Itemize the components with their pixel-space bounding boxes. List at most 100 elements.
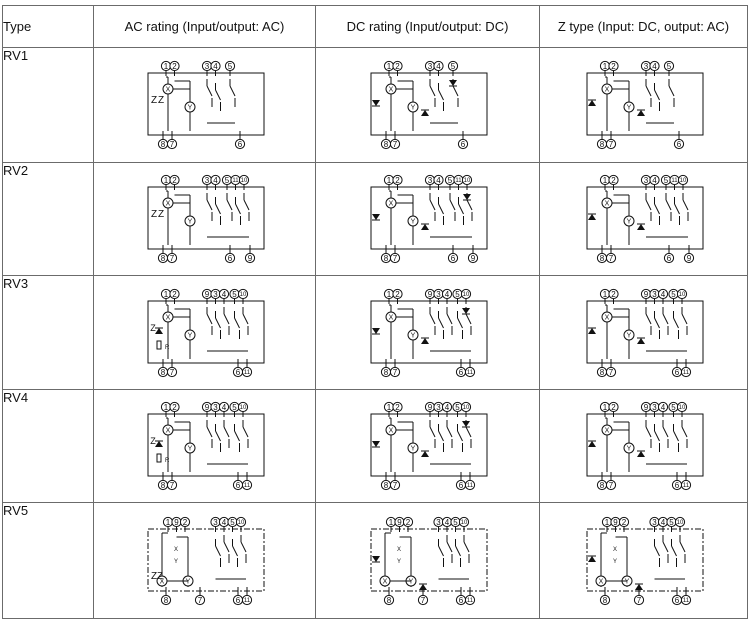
terminal-1: 1 <box>383 60 394 72</box>
terminal-8-ring <box>160 594 171 605</box>
side-mark: Y <box>174 559 178 565</box>
terminal-4-label: 4 <box>221 517 226 526</box>
terminal-10-ring <box>674 516 685 527</box>
terminal-6-label: 6 <box>674 595 679 604</box>
coil-y: Y <box>623 329 634 340</box>
terminal-10: 10 <box>235 516 246 527</box>
terminal-4: 4 <box>648 174 660 186</box>
diode-triangle <box>587 100 596 106</box>
terminal-7-label: 7 <box>608 140 613 149</box>
terminal-2-label: 2 <box>172 289 177 298</box>
relay-diagram-table: Type AC rating (Input/output: AC) DC rat… <box>2 5 748 619</box>
diode-icon <box>420 109 429 116</box>
relay-contact <box>437 538 444 567</box>
terminal-3: 3 <box>201 174 212 186</box>
terminal-7-label: 7 <box>636 595 641 604</box>
terminal-6-ring <box>447 252 458 264</box>
contact-blade <box>662 313 668 324</box>
terminal-1: 1 <box>599 174 610 186</box>
coil-x: X <box>379 575 390 586</box>
contact-blade <box>454 545 461 556</box>
relay-contact <box>223 534 229 563</box>
relay-contact <box>653 538 660 567</box>
diode-triangle <box>448 80 457 86</box>
terminal-6: 6 <box>232 366 243 377</box>
terminal-1-label: 1 <box>163 289 168 298</box>
relay-enclosure <box>586 300 703 363</box>
terminal-3-label: 3 <box>204 62 209 71</box>
zener-mark: Z <box>150 209 156 220</box>
coil-x-label: X <box>604 428 609 435</box>
terminal-10: 10 <box>237 401 248 413</box>
contact-blade <box>449 199 455 211</box>
terminal-7: 7 <box>633 594 644 605</box>
terminal-7-ring <box>166 252 177 264</box>
terminal-10-label: 10 <box>678 292 685 298</box>
contact-blade <box>682 199 688 211</box>
terminal-5-label: 5 <box>671 403 676 412</box>
terminal-6-label: 6 <box>674 367 679 376</box>
terminal-4: 4 <box>657 516 668 527</box>
terminal-2-label: 2 <box>395 62 400 71</box>
terminal-2: 2 <box>607 174 619 186</box>
coil-y-label: Y <box>410 332 415 339</box>
diode-triangle <box>587 327 596 334</box>
contact-blade <box>645 426 651 438</box>
diode-icon <box>154 327 163 334</box>
terminal-2: 2 <box>391 60 403 72</box>
terminal-4: 4 <box>218 516 229 527</box>
relay-contact <box>437 197 444 225</box>
terminal-10: 10 <box>676 288 687 299</box>
terminal-3: 3 <box>640 60 651 72</box>
terminal-10-label: 10 <box>676 520 683 526</box>
contact-blade <box>437 89 444 101</box>
terminal-3: 3 <box>432 401 444 413</box>
coil-y-label: Y <box>410 219 415 226</box>
terminal-5-label: 5 <box>450 62 455 71</box>
terminal-2-label: 2 <box>395 289 400 298</box>
terminal-11-ring <box>464 366 475 377</box>
terminal-5-label: 5 <box>666 62 671 71</box>
terminal-2-label: 2 <box>621 517 626 526</box>
diode-icon <box>420 223 429 230</box>
terminal-10-label: 10 <box>678 405 685 411</box>
coil-y-label: Y <box>185 578 190 585</box>
terminal-4-label: 4 <box>660 403 665 412</box>
terminal-3: 3 <box>648 401 660 413</box>
contact-blade <box>653 317 660 328</box>
coil-y-label: Y <box>410 446 415 453</box>
coil-x: X <box>601 424 612 436</box>
terminal-5-label: 5 <box>227 62 232 71</box>
contact-blade <box>456 317 463 328</box>
terminal-7: 7 <box>605 252 616 264</box>
terminal-9: 9 <box>424 401 435 413</box>
coil-x-label: X <box>165 428 170 435</box>
relay-contact <box>670 538 677 567</box>
terminal-3-label: 3 <box>436 517 441 526</box>
terminal-2-label: 2 <box>395 403 400 412</box>
terminal-6: 6 <box>232 594 243 605</box>
contact-blade <box>429 199 435 211</box>
diode-icon <box>371 214 380 221</box>
terminal-8-label: 8 <box>383 481 388 490</box>
terminal-2-ring <box>402 516 413 527</box>
contact-blade <box>243 199 249 211</box>
resistor-label: R <box>165 345 170 351</box>
diode-triangle <box>371 327 380 334</box>
terminal-7-ring <box>389 366 400 377</box>
diode-icon <box>587 327 596 334</box>
terminal-5: 5 <box>667 288 679 299</box>
zener-mark: Z <box>157 209 163 220</box>
coil-y-label: Y <box>410 105 415 112</box>
coil-x: X <box>385 311 396 322</box>
relay-contact <box>665 193 671 221</box>
diode-icon <box>371 555 380 562</box>
terminal-8-label: 8 <box>160 254 165 263</box>
terminal-9-label: 9 <box>427 403 432 412</box>
relay-contact <box>672 310 679 339</box>
terminal-1-label: 1 <box>602 176 607 185</box>
relay-contact <box>645 79 651 107</box>
